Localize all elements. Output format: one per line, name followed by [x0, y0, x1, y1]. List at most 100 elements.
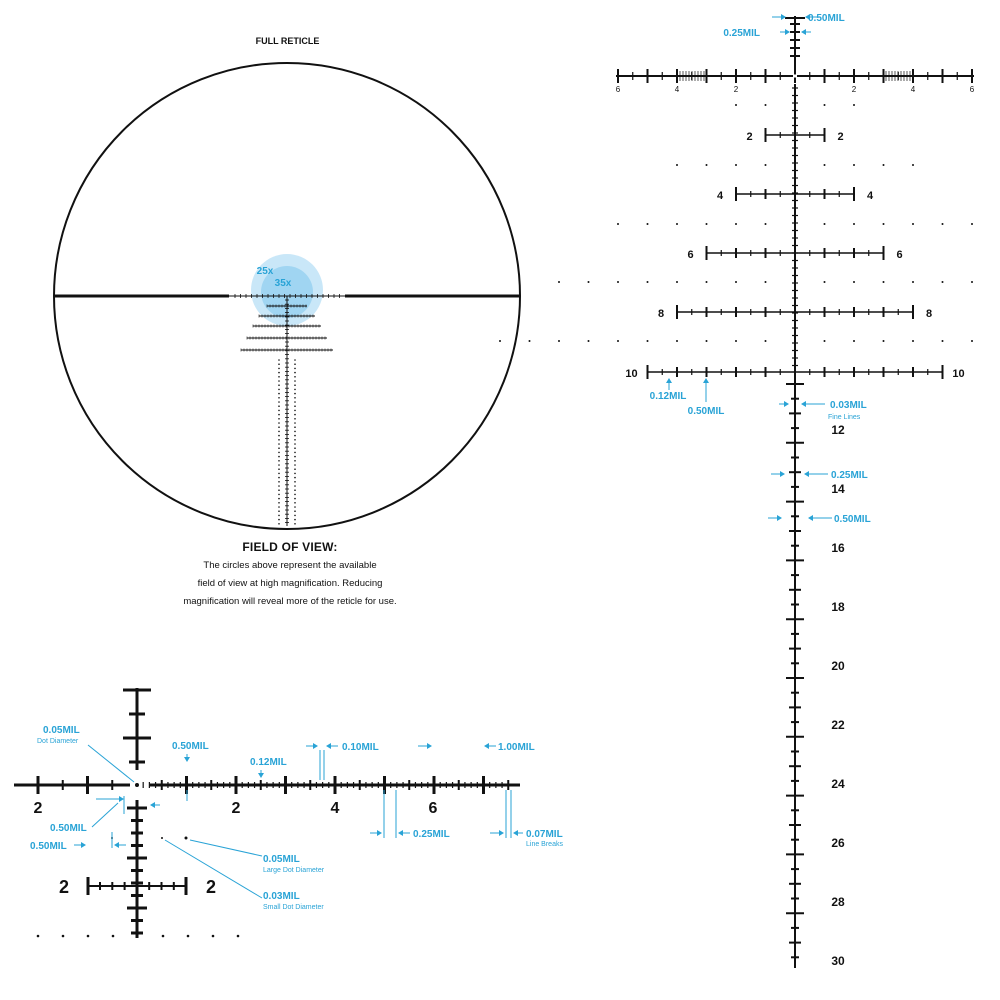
- windage-dot: [186, 934, 190, 938]
- heavy-crosshair-left: [54, 294, 229, 298]
- tree-row-label: 10: [625, 368, 637, 380]
- holdover-dot: [278, 451, 280, 454]
- callout-label: 0.50MIL: [834, 514, 871, 525]
- holdover-dot: [294, 468, 296, 471]
- elevation-label: 18: [831, 600, 845, 614]
- windage-dot: [676, 223, 678, 225]
- field-of-view-text-line: field of view at high magnification. Red…: [197, 578, 383, 589]
- windage-dot: [853, 281, 855, 283]
- callout-arrow-head: [801, 29, 806, 35]
- holdover-dot: [278, 430, 280, 433]
- holdover-dot: [294, 426, 296, 429]
- holdover-dot: [278, 363, 280, 366]
- callout-leader: [91, 802, 119, 828]
- holdover-dot: [278, 388, 280, 391]
- holdover-dot: [294, 447, 296, 450]
- windage-dot: [617, 223, 619, 225]
- hash-mark: [123, 736, 151, 740]
- callout-arrow-head: [808, 515, 813, 521]
- callout-label: 0.10MIL: [342, 742, 379, 753]
- tree-row-label: 4: [717, 190, 724, 202]
- windage-dot: [882, 281, 885, 283]
- tree-row-label: 2: [59, 877, 69, 897]
- holdover-dot: [294, 460, 296, 462]
- windage-dot: [735, 340, 737, 342]
- windage-dot: [646, 223, 649, 225]
- elevation-label: 14: [831, 482, 845, 496]
- tree-row-label: 8: [926, 308, 932, 320]
- hash-mark: [131, 894, 143, 897]
- holdover-dot: [294, 397, 296, 399]
- windage-dot: [735, 104, 737, 106]
- windage-dot: [912, 164, 914, 166]
- windage-dot: [912, 340, 914, 342]
- tree-row-label: 4: [867, 190, 874, 202]
- windage-dot: [705, 223, 708, 225]
- callout-arrow-head: [313, 743, 318, 749]
- callout-label: Fine Lines: [828, 414, 861, 421]
- callout-label: 0.50MIL: [30, 841, 67, 852]
- detail-mil-label: 6: [429, 800, 438, 817]
- holdover-dot: [294, 506, 296, 508]
- callout-arrow-head: [703, 378, 709, 383]
- holdover-dot: [294, 367, 296, 370]
- holdover-dot: [294, 371, 296, 374]
- holdover-dot: [294, 514, 296, 517]
- holdover-dot: [278, 502, 280, 504]
- hash-mark: [131, 869, 143, 872]
- holdover-dot: [278, 455, 280, 458]
- holdover-dot: [278, 422, 280, 424]
- holdover-dot: [278, 434, 280, 437]
- tree-row-label: 6: [687, 249, 693, 261]
- callout-label: Dot Diameter: [37, 738, 79, 745]
- holdover-dot: [278, 392, 280, 395]
- holdover-dot: [294, 518, 296, 521]
- zoom-label: 25x: [257, 266, 274, 277]
- callout-arrow-head: [119, 796, 124, 802]
- holdover-dot: [278, 405, 280, 408]
- callout-label: 0.12MIL: [650, 391, 687, 402]
- windage-dot: [558, 281, 560, 283]
- horizontal-mil-label: 4: [911, 85, 916, 94]
- windage-dot: [853, 340, 855, 342]
- holdover-dot: [161, 837, 163, 839]
- hash-mark: [131, 831, 143, 835]
- holdover-dot: [294, 439, 296, 441]
- holdover-dot: [294, 451, 296, 454]
- windage-dot: [646, 340, 649, 342]
- holdover-dot: [294, 405, 296, 408]
- callout-label: 0.25MIL: [831, 470, 868, 481]
- windage-dot: [735, 164, 737, 166]
- holdover-dot: [278, 380, 280, 382]
- windage-dot: [705, 281, 708, 283]
- holdover-dot: [294, 485, 296, 487]
- callout-arrow-head: [666, 378, 672, 383]
- callout-arrow-head: [499, 830, 504, 836]
- holdover-dot: [294, 388, 296, 391]
- holdover-dot: [278, 514, 280, 517]
- windage-dot: [971, 340, 973, 342]
- holdover-dot: [294, 363, 296, 366]
- callout-arrow-head: [150, 802, 155, 808]
- windage-dot: [735, 223, 737, 225]
- holdover-dot: [294, 497, 296, 500]
- windage-dot: [764, 223, 767, 225]
- callout-label: 0.50MIL: [808, 13, 845, 24]
- hash-mark: [131, 919, 143, 922]
- windage-dot: [617, 340, 619, 342]
- callout-arrow-head: [427, 743, 432, 749]
- windage-dot: [36, 934, 40, 938]
- callout-label: 0.25MIL: [723, 28, 760, 39]
- holdover-dot: [294, 443, 296, 445]
- windage-dot: [912, 281, 914, 283]
- callout-arrow-head: [805, 14, 810, 20]
- holdover-dot: [278, 489, 280, 492]
- tree-row-label: 2: [746, 131, 752, 143]
- zoom-label: 35x: [275, 278, 292, 289]
- holdover-dot: [278, 376, 280, 378]
- holdover-dot: [278, 439, 280, 441]
- windage-dot: [882, 223, 885, 225]
- holdover-dot: [294, 523, 296, 525]
